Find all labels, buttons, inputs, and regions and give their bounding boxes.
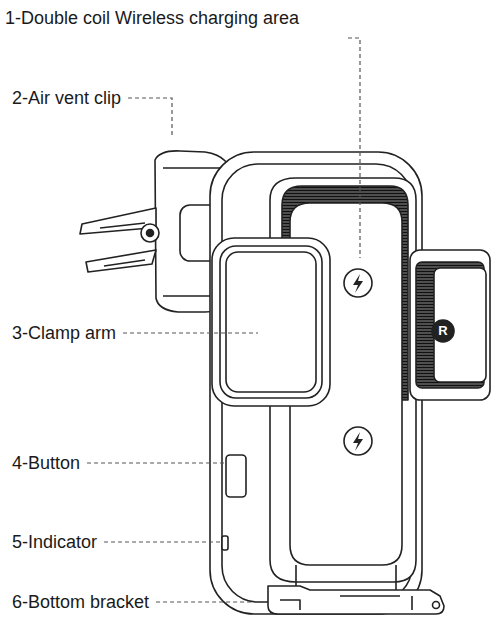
vent-clip-jaw (86, 250, 156, 272)
callout-label: 1-Double coil Wireless charging area (5, 7, 299, 29)
right-clamp-pad (410, 250, 490, 400)
leader-line (156, 601, 264, 602)
left-clamp-pad (212, 238, 330, 406)
side-button (226, 455, 246, 497)
callout-label: 6-Bottom bracket (12, 591, 149, 613)
leader-line (87, 462, 224, 463)
logo-letter: R (438, 324, 447, 338)
coil-icon (344, 427, 372, 455)
bottom-bracket (268, 586, 444, 614)
callout-label: 2-Air vent clip (12, 87, 121, 109)
callout-label: 4-Button (12, 452, 80, 474)
holder-shell (210, 152, 422, 614)
logo-badge (432, 320, 454, 342)
callout-label: 5-Indicator (12, 531, 97, 553)
callout-label: 3-Clamp arm (12, 322, 116, 344)
indicator-light (222, 536, 228, 550)
leader-line (128, 98, 172, 135)
leader-line (348, 38, 360, 258)
leader-line (104, 541, 220, 542)
coil-icon (344, 269, 372, 297)
leader-line (123, 332, 258, 333)
